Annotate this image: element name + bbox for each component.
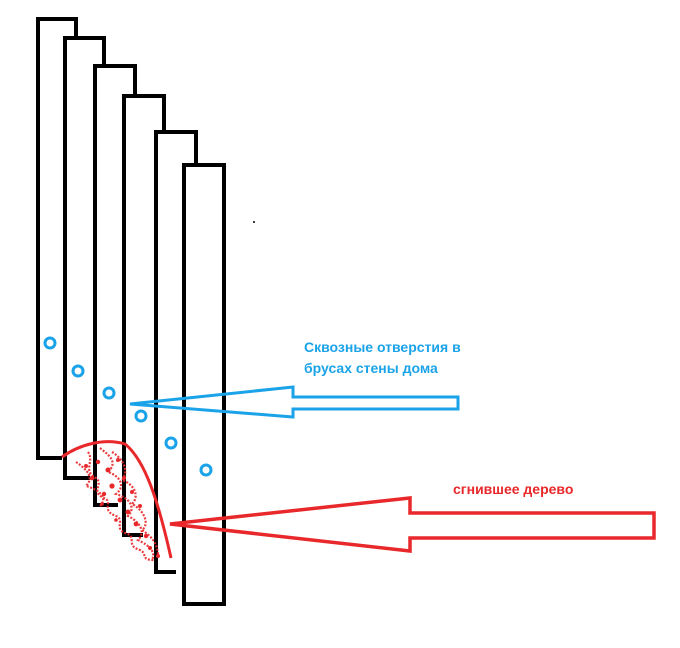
hole-1 bbox=[43, 336, 57, 350]
beam-5 bbox=[154, 130, 198, 574]
hole-6 bbox=[199, 463, 213, 477]
beam-1 bbox=[36, 17, 78, 460]
stray-dot bbox=[253, 221, 255, 223]
hole-5 bbox=[164, 436, 178, 450]
hole-3 bbox=[102, 386, 116, 400]
rot-arrow bbox=[169, 496, 656, 553]
holes-label: Сквозные отверстия в брусах стены дома bbox=[304, 337, 504, 379]
through-holes bbox=[43, 336, 213, 477]
hole-4 bbox=[134, 409, 148, 423]
beams bbox=[36, 17, 226, 606]
holes-label-line2: брусах стены дома bbox=[304, 360, 438, 376]
hole-2 bbox=[71, 364, 85, 378]
rot-label: сгнившее дерево bbox=[453, 481, 574, 497]
beam-4 bbox=[122, 94, 166, 537]
holes-label-line1: Сквозные отверстия в bbox=[304, 339, 461, 355]
beam-2 bbox=[63, 36, 106, 480]
beam-3 bbox=[93, 64, 137, 507]
rot-scribble bbox=[75, 447, 160, 562]
rot-outline bbox=[61, 440, 173, 559]
rot-area bbox=[61, 440, 173, 562]
holes-arrow bbox=[129, 385, 460, 419]
beam-6 bbox=[182, 163, 226, 606]
rot-specks bbox=[84, 458, 160, 558]
